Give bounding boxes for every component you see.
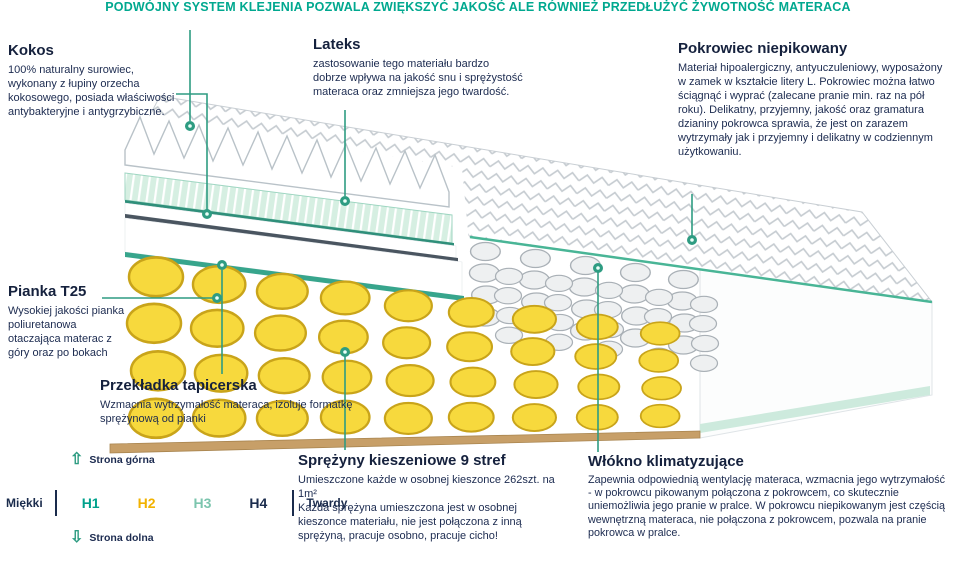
side-mint-piping — [700, 386, 930, 433]
firmness-level-h4: H4 — [249, 495, 268, 511]
callout-pianka-title: Pianka T25 — [8, 283, 87, 300]
bottom-side-text: Strona dolna — [89, 532, 154, 544]
firmness-level-h2: H2 — [137, 495, 156, 511]
page-title: PODWÓJNY SYSTEM KLEJENIA POZWALA ZWIĘKSZ… — [105, 0, 851, 14]
coconut-layer — [125, 214, 458, 262]
callout-dots — [185, 121, 697, 357]
scale-left-bar — [54, 490, 57, 516]
callout-kokos-body: 100% naturalny surowiec, wykonany z łupi… — [8, 64, 175, 119]
wlokno-dot — [593, 263, 603, 273]
callout-sprezyny-body: Umieszczone każde w osobnej kieszonce 26… — [298, 474, 555, 543]
soft-label: Miękki — [6, 496, 43, 510]
wood-base — [109, 430, 701, 454]
callout-wlokno-body: Zapewnia odpowiednią wentylację materaca… — [588, 474, 946, 539]
callout-lines — [102, 30, 693, 452]
headline-dot — [185, 121, 195, 131]
callout-lateks-body: zastosowanie tego materiału bardzo dobrz… — [313, 58, 523, 99]
callout-lateks: Lateks zastosowanie tego materiału bardz… — [313, 36, 525, 99]
sprezyny-dot — [340, 347, 350, 357]
callout-kokos-title: Kokos — [8, 42, 54, 59]
callout-sprezyny-title: Sprężyny kieszeniowe 9 stref — [298, 452, 506, 469]
firmness-level-h1: H1 — [81, 495, 100, 511]
bottom-side-label: ⇩ Strona dolna — [70, 530, 154, 546]
callout-kokos: Kokos 100% naturalny surowiec, wykonany … — [8, 42, 176, 119]
callout-lateks-title: Lateks — [313, 36, 361, 53]
callout-sprezyny: Sprężyny kieszeniowe 9 stref Umieszczone… — [298, 452, 563, 543]
firmness-level-h3: H3 — [193, 495, 212, 511]
lateks-dot — [340, 196, 350, 206]
hard-label: Twardy — [306, 496, 348, 510]
up-arrow-icon: ⇧ — [70, 451, 84, 468]
przekladka-dot — [217, 260, 227, 270]
callout-pokrowiec-title: Pokrowiec niepikowany — [678, 40, 848, 57]
zigzag-foam-layer — [124, 115, 450, 208]
callout-pokrowiec-body: Materiał hipoalergiczny, antyuczuleniowy… — [678, 62, 943, 159]
callout-przekladka-body: Wzmacnia wytrzymałość materaca, izoluje … — [100, 399, 353, 426]
kokos-dot — [202, 209, 212, 219]
kokos-line — [176, 93, 208, 210]
mattress-covered-side — [699, 268, 933, 439]
scale-right-bar — [292, 490, 295, 516]
callout-wlokno-title: Włókno klimatyzujące — [588, 453, 744, 470]
callout-przekladka: Przekładka tapicerska Wzmacnia wytrzymał… — [100, 377, 378, 426]
top-side-text: Strona górna — [89, 454, 155, 466]
pokrowiec-dot — [687, 235, 697, 245]
callout-pianka-body: Wysokiej jakości pianka poliuretanowa ot… — [8, 305, 125, 360]
callout-pokrowiec: Pokrowiec niepikowany Materiał hipoalerg… — [678, 40, 950, 160]
pianka-dot — [212, 293, 222, 303]
down-arrow-icon: ⇩ — [70, 529, 84, 546]
callout-pianka: Pianka T25 Wysokiej jakości pianka poliu… — [8, 283, 126, 360]
callout-wlokno: Włókno klimatyzujące Zapewnia odpowiedni… — [588, 453, 948, 540]
edge-piping — [469, 235, 933, 304]
top-side-label: ⇧ Strona górna — [70, 452, 155, 468]
firmness-scale: Miękki H1 H2 H3 H4 Twardy — [6, 490, 347, 516]
callout-przekladka-title: Przekładka tapicerska — [100, 377, 257, 394]
